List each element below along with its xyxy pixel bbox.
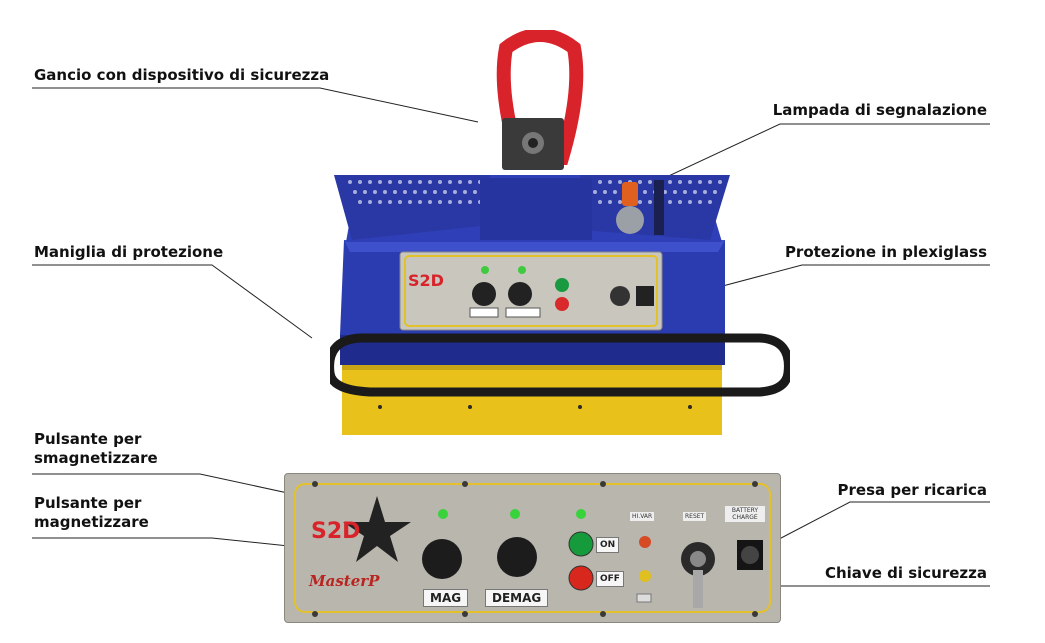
reset-label: RESET: [683, 512, 707, 521]
hv-label: HI.VAR: [630, 512, 655, 521]
label-lamp: Lampada di segnalazione: [772, 101, 987, 119]
charging-socket[interactable]: [737, 540, 763, 570]
label-demag-button: Pulsante per smagnetizzare: [34, 430, 158, 468]
control-panel-closeup: S2D MasterP MAG DEMAG ON OFF HI.VAR RESE…: [284, 473, 781, 623]
label-handle: Maniglia di protezione: [34, 243, 224, 261]
battery-label: BATTERY CHARGE: [725, 506, 765, 522]
handle-leader: [32, 264, 313, 339]
hook-leader: [32, 87, 479, 123]
label-mag-line2: magnetizzare: [34, 513, 149, 531]
model-logo: MasterP: [309, 572, 380, 590]
label-key: Chiave di sicurezza: [824, 564, 987, 582]
brand-logo: S2D: [311, 519, 361, 544]
svg-text:S2D: S2D: [408, 271, 444, 290]
magnet-machine-image: S2D: [330, 30, 790, 435]
label-mag-button: Pulsante per magnetizzare: [34, 494, 149, 532]
mag-button[interactable]: [422, 539, 462, 579]
label-hook: Gancio con dispositivo di sicurezza: [34, 66, 330, 84]
demag-button-label: DEMAG: [485, 589, 549, 607]
mag-button-label: MAG: [423, 589, 469, 607]
plexi-leader: [699, 264, 990, 293]
label-demag-line2: smagnetizzare: [34, 449, 158, 467]
label-mag-line1: Pulsante per: [34, 494, 142, 512]
safety-key[interactable]: [681, 542, 715, 608]
demag-button[interactable]: [497, 537, 537, 577]
label-plexiglass: Protezione in plexiglass: [784, 243, 987, 261]
on-button-label: ON: [596, 537, 620, 553]
panel-graphics: [294, 481, 771, 617]
on-button[interactable]: [569, 532, 593, 556]
socket-leader: [761, 501, 990, 549]
off-button[interactable]: [569, 566, 593, 590]
label-socket: Presa per ricarica: [837, 481, 987, 499]
lamp-leader: [629, 123, 990, 195]
label-demag-line1: Pulsante per: [34, 430, 142, 448]
off-button-label: OFF: [596, 571, 624, 587]
